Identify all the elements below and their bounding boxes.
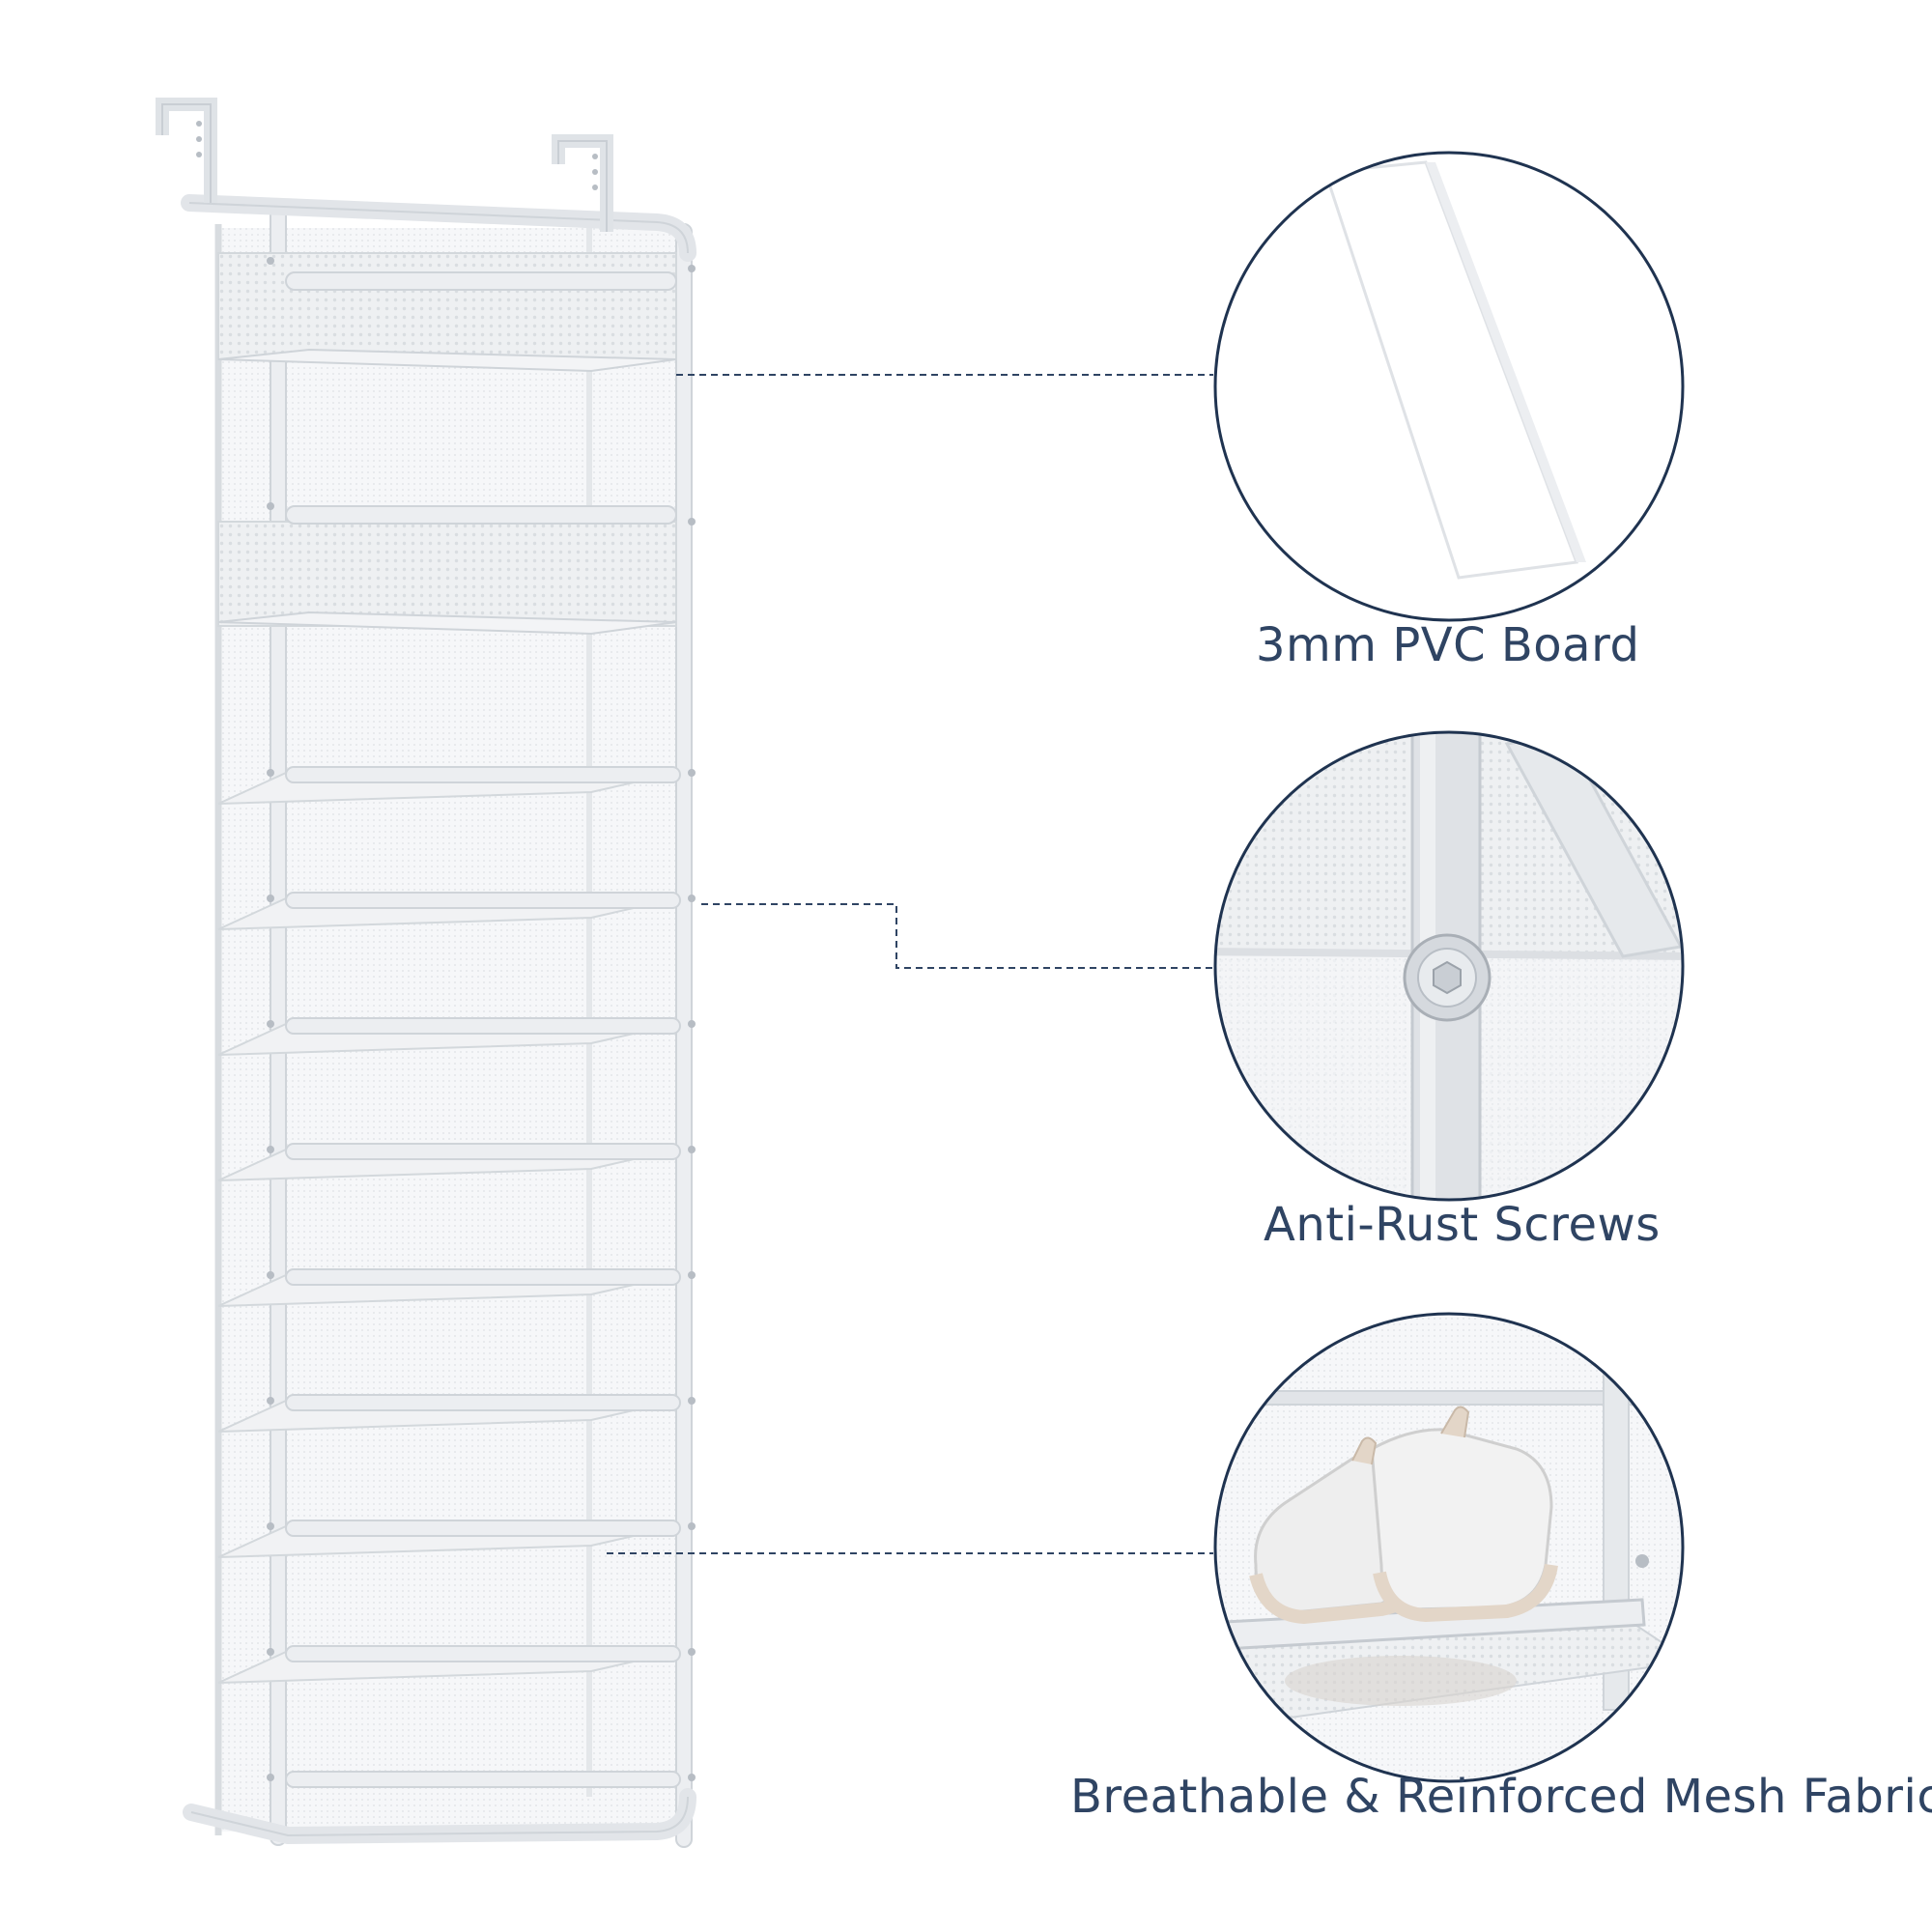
- callout-pvc-board: [1213, 151, 1685, 622]
- shoe-icon: [1249, 1406, 1558, 1625]
- leader-line-screws: [701, 903, 1213, 969]
- shoe-rack: [156, 98, 696, 1848]
- rack-shelf: [217, 1017, 696, 1056]
- rack-shelf: [267, 1771, 696, 1788]
- screw-icon: [1403, 933, 1492, 1022]
- rack-shelf: [217, 766, 696, 805]
- leader-lines: [607, 374, 1213, 1554]
- caption-mesh-fabric: Breathable & Reinforced Mesh Fabric: [1070, 1770, 1932, 1824]
- rack-shelf: [217, 1268, 696, 1307]
- rack-right-post: [675, 223, 693, 1848]
- rack-shelf: [217, 1394, 696, 1433]
- caption-pvc-board: 3mm PVC Board: [1256, 618, 1640, 672]
- caption-anti-rust-screws: Anti-Rust Screws: [1264, 1198, 1661, 1252]
- rack-basket-1: [217, 252, 696, 373]
- door-hook-left: [156, 98, 217, 203]
- door-hook-right: [552, 134, 613, 232]
- callout-screws: [1213, 730, 1685, 1202]
- rack-shelf: [217, 1520, 696, 1558]
- callout-mesh: [1213, 1312, 1685, 1783]
- rack-shelf: [217, 1645, 696, 1684]
- rack-shelf: [217, 892, 696, 930]
- rack-shelf: [217, 1143, 696, 1181]
- rack-basket-2: [217, 502, 696, 636]
